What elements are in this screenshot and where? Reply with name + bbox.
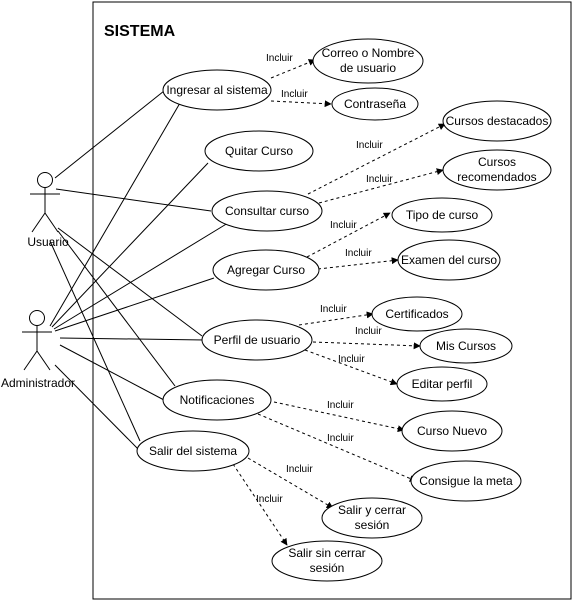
assoc-usuario-perfil (57, 227, 203, 337)
use-case-cursonuevo[interactable] (401, 410, 503, 452)
system-boundary (92, 1, 572, 600)
association-lines (49, 90, 229, 452)
include-label: Incluir (345, 248, 372, 259)
use-case-label: Tipo de curso (406, 208, 479, 222)
actor-head (29, 310, 45, 326)
actor-label-administrador: Administrador (1, 376, 75, 390)
actor-leg-left (31, 212, 46, 233)
include-arrow (257, 413, 417, 482)
assoc-usuario-salir (49, 240, 141, 442)
include-arrow (232, 463, 288, 546)
use-case-label: Consigue la meta (419, 474, 513, 488)
use-case-label: Salir sin cerrar (288, 546, 365, 560)
use-case-agregar[interactable] (212, 249, 320, 291)
actor-leg-left (23, 350, 38, 371)
use-case-label: Certificados (385, 307, 448, 321)
use-case-label: Agregar Curso (227, 263, 305, 277)
include-label: Incluir (338, 354, 365, 365)
actor-leg-right (36, 350, 51, 371)
include-relations (232, 59, 446, 546)
use-case-label: Salir del sistema (149, 444, 237, 458)
use-case-label: Cursos (478, 155, 516, 169)
use-case-label: Cursos destacados (446, 114, 549, 128)
include-arrow (273, 401, 405, 433)
include-arrow (307, 123, 446, 195)
include-arrow (312, 341, 421, 350)
include-label: Incluir (356, 140, 383, 151)
include-arrow (306, 212, 391, 258)
use-case-labels: Ingresar al sistema Correo o Nombre de u… (149, 46, 548, 575)
actor-label-usuario: Usuario (27, 235, 69, 249)
use-case-label: Curso Nuevo (417, 424, 487, 438)
assoc-admin-consultar (53, 222, 229, 330)
use-case-examen[interactable] (397, 239, 501, 281)
actor-administrador[interactable] (22, 310, 52, 371)
use-case-perfil[interactable] (201, 319, 313, 361)
include-arrow (304, 349, 398, 386)
use-case-contrasena[interactable] (331, 87, 419, 121)
include-label: Incluir (320, 304, 347, 315)
use-case-recomendados[interactable] (442, 149, 552, 191)
use-case-label: Correo o Nombre (322, 46, 415, 60)
assoc-admin-perfil (59, 337, 206, 341)
include-arrow (317, 257, 399, 270)
include-arrow (270, 59, 316, 79)
include-label: Incluir (266, 53, 293, 64)
use-case-salirsin[interactable] (271, 540, 383, 582)
use-case-ingresar[interactable] (162, 69, 272, 111)
use-case-quitar[interactable] (204, 130, 314, 172)
use-case-label: Editar perfil (412, 377, 473, 391)
use-case-label: Perfil de usuario (214, 333, 301, 347)
use-case-miscursos[interactable] (419, 328, 513, 364)
assoc-usuario-consultar (55, 188, 212, 212)
use-case-destacados[interactable] (442, 100, 552, 142)
assoc-admin-agregar (54, 277, 215, 332)
use-case-certificados[interactable] (371, 296, 463, 332)
include-label: Incluir (281, 89, 308, 100)
assoc-admin-ingresar (49, 102, 181, 327)
use-case-label: Contraseña (344, 97, 406, 111)
include-label: Incluir (327, 400, 354, 411)
include-labels: Incluir Incluir Incluir Incluir Incluir … (256, 53, 393, 505)
use-case-label: Ingresar al sistema (166, 83, 268, 97)
use-case-meta[interactable] (410, 460, 522, 502)
include-label: Incluir (286, 464, 313, 475)
include-arrow (298, 311, 374, 326)
use-case-consultar[interactable] (211, 190, 323, 232)
include-arrow (247, 457, 334, 509)
use-case-label: sesión (310, 561, 345, 575)
use-case-notificaciones[interactable] (162, 379, 272, 421)
use-case-editar[interactable] (396, 366, 488, 402)
use-case-label: recomendados (457, 170, 536, 184)
include-label: Incluir (256, 494, 283, 505)
use-case-label: sesión (355, 518, 390, 532)
use-case-label: Mis Cursos (436, 339, 496, 353)
use-case-label: Consultar curso (225, 204, 309, 218)
include-label: Incluir (366, 174, 393, 185)
assoc-admin-quitar (51, 162, 209, 328)
actor-head (37, 172, 53, 188)
use-case-label: Examen del curso (401, 253, 497, 267)
include-arrow (270, 100, 332, 108)
assoc-usuario-notificaciones (57, 230, 176, 387)
system-title: SISTEMA (104, 23, 176, 40)
use-case-tipo[interactable] (391, 197, 493, 233)
use-case-salir[interactable] (136, 430, 250, 472)
use-case-salircerrar[interactable] (321, 497, 423, 539)
assoc-usuario-ingresar (54, 90, 165, 179)
assoc-admin-salir (54, 364, 141, 452)
use-case-label: Notificaciones (180, 393, 255, 407)
include-label: Incluir (327, 433, 354, 444)
use-case-correo[interactable] (312, 38, 424, 84)
use-case-label: Quitar Curso (225, 144, 293, 158)
use-cases (136, 38, 552, 582)
actor-usuario[interactable] (30, 172, 60, 233)
use-case-label: Salir y cerrar (338, 503, 406, 517)
include-label: Incluir (330, 220, 357, 231)
include-label: Incluir (355, 326, 382, 337)
assoc-admin-notificaciones (59, 344, 165, 401)
use-case-label: de usuario (340, 61, 396, 75)
actor-leg-right (44, 212, 59, 233)
